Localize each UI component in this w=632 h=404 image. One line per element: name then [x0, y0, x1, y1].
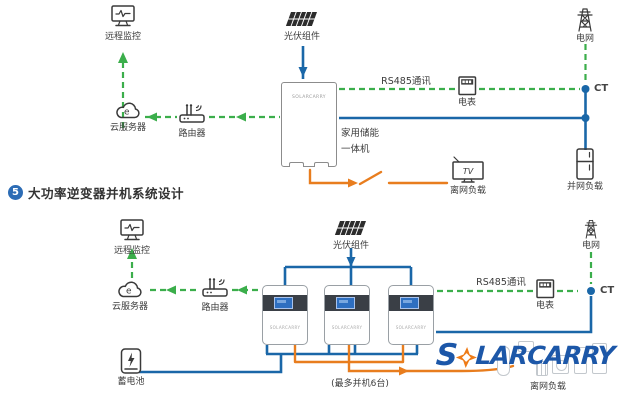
inverter-brand-text: SOLARCARRY: [269, 325, 301, 330]
offgrid-load-top: TV 离网负载: [448, 155, 488, 197]
sun-star-icon: [455, 346, 477, 368]
inverter-display-band: [325, 295, 369, 311]
fridge-icon: [574, 347, 587, 374]
rs485-label-bottom: RS485通讯: [476, 277, 526, 288]
solarcarry-logo: S LARCARRY: [435, 338, 616, 373]
svg-text:e: e: [124, 108, 130, 118]
remote-monitor-top: 远程监控: [99, 4, 147, 43]
pv-module-label: 光伏组件: [283, 32, 320, 42]
grid-label: 电网: [575, 34, 594, 44]
router-icon: [179, 104, 205, 123]
router-label: 路由器: [178, 129, 206, 139]
inverter-name-line2: 一体机: [341, 144, 370, 155]
cloud-server-bottom: e 云服务器: [103, 279, 157, 313]
cloud-icon: e: [118, 281, 142, 298]
inverter-brand-text: SOLARCARRY: [292, 95, 326, 100]
rs485-label-top: RS485通讯: [381, 76, 431, 87]
inverter-brand-text: SOLARCARRY: [331, 325, 363, 330]
section-number-badge: 5: [8, 185, 23, 200]
cloud-server-label: 云服务器: [111, 302, 148, 312]
inverter-display-band: [389, 295, 433, 311]
ct-label-top: CT: [594, 83, 609, 94]
pv-module-label: 光伏组件: [332, 241, 369, 251]
ct-label-bottom: CT: [600, 285, 615, 296]
parallel-inverter-2: SOLARCARRY: [324, 285, 370, 345]
energy-meter-icon: [457, 76, 476, 96]
remote-monitor-label: 远程监控: [113, 246, 150, 256]
router-top: 路由器: [168, 102, 216, 140]
grid-top: 电网: [563, 6, 607, 45]
cloud-server-label: 云服务器: [109, 123, 146, 133]
water-heater-icon: [497, 346, 510, 376]
inverter-screen: [336, 297, 355, 309]
solar-panel-icon: [285, 12, 317, 26]
ongrid-load-top: 并网负载: [567, 148, 603, 193]
ongrid-load-label: 并网负载: [567, 182, 604, 192]
energy-meter-icon: [535, 279, 554, 299]
fridge-icon: [576, 148, 594, 180]
offgrid-load-label: 离网负载: [449, 186, 486, 196]
remote-monitor-bottom: 远程监控: [108, 218, 156, 257]
power-tower-icon: [584, 219, 598, 239]
parallel-note: (最多并机6台): [331, 379, 389, 389]
remote-monitor-label: 远程监控: [104, 32, 141, 42]
pv-module-top: 光伏组件: [278, 11, 326, 43]
logo-text-rest: LARCARRY: [474, 341, 616, 370]
pv-module-bottom: 光伏组件: [327, 220, 375, 252]
power-tower-icon: [577, 8, 593, 32]
meter-bottom: 电表: [527, 279, 563, 312]
offgrid-load-label-bottom: 离网负载: [529, 382, 566, 392]
battery-icon: [120, 348, 142, 374]
cabinet-icon: [592, 343, 607, 374]
router-bottom: 路由器: [191, 276, 239, 314]
router-label: 路由器: [201, 303, 229, 313]
radiator-icon: [536, 361, 548, 376]
parallel-inverter-3: SOLARCARRY: [388, 285, 434, 345]
section-title: 5 大功率逆变器并机系统设计: [8, 183, 184, 202]
inverter-brand-text: SOLARCARRY: [395, 325, 427, 330]
inverter-name-line1: 家用储能: [341, 128, 380, 139]
tv-icon: TV: [452, 156, 484, 183]
battery-label: 蓄电池: [117, 377, 145, 387]
parallel-inverter-1: SOLARCARRY: [262, 285, 308, 345]
inverter-display-band: [263, 295, 307, 311]
inverter-screen: [274, 297, 293, 309]
section-title-text: 大功率逆变器并机系统设计: [28, 186, 185, 201]
svg-text:e: e: [126, 287, 132, 297]
solar-panel-icon: [334, 221, 366, 235]
ac-unit-icon: [518, 341, 534, 352]
monitor-pulse-icon: [120, 219, 144, 241]
cloud-icon: e: [116, 102, 140, 119]
grid-bottom: 电网: [573, 218, 609, 252]
inverter-name: 家用储能 一体机: [341, 126, 379, 158]
meter-label: 电表: [457, 98, 476, 108]
inverter-screen: [400, 297, 419, 309]
storage-inverter-top: SOLARCARRY: [281, 82, 337, 167]
meter-label: 电表: [535, 301, 554, 311]
cloud-server-top: e 云服务器: [100, 100, 156, 134]
battery-bottom: 蓄电池: [114, 347, 148, 388]
router-icon: [202, 278, 228, 297]
svg-text:TV: TV: [463, 167, 474, 176]
meter-top: 电表: [449, 76, 485, 109]
grid-label: 电网: [581, 241, 600, 251]
washing-machine-icon: [552, 355, 569, 374]
monitor-pulse-icon: [111, 5, 135, 27]
